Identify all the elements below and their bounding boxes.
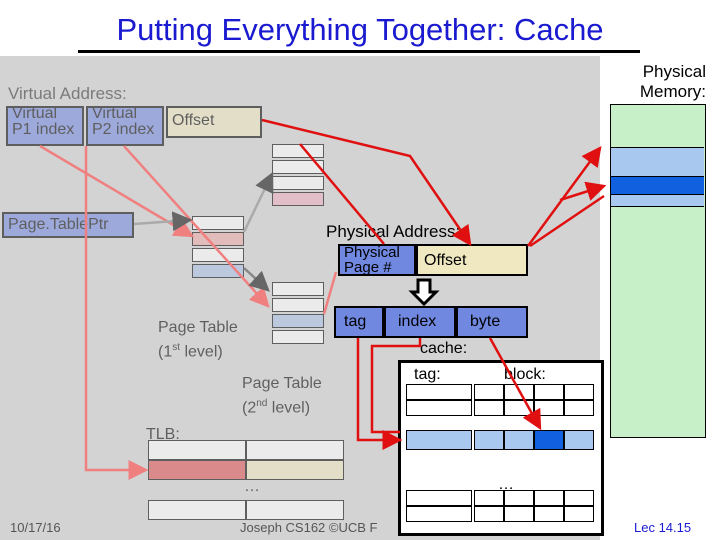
physical-page-number-field: Physical Page # (338, 244, 416, 276)
page-table-1-label: Page Table (1st level) (158, 319, 238, 361)
cache-byte-field: byte (456, 306, 528, 338)
virtual-address-label: Virtual Address: (8, 84, 127, 103)
offset-to-physical-offset-arrow (261, 118, 472, 247)
memory-link-line (529, 194, 605, 248)
physical-memory-label: Physical Memory: (639, 62, 706, 101)
physical-memory-page (611, 147, 704, 177)
physical-offset-field: Offset (416, 244, 528, 276)
page-table-2-to-phys-arrow (322, 271, 338, 315)
tlb-selected-entry (246, 460, 344, 480)
title-underline (78, 50, 640, 53)
cache-label: cache: (420, 340, 468, 357)
physical-address-label: Physical Address: (326, 222, 461, 241)
cache-ellipsis: … (498, 476, 514, 493)
p1-to-tlb-arrow (84, 146, 149, 480)
page-table-top (272, 144, 324, 206)
page-table-1-to-top-arrow (242, 171, 274, 233)
cache-byte-to-block-arrow (488, 337, 542, 431)
virtual-p2-index-field: Virtual P2 index (86, 106, 164, 146)
physical-to-cache-address-arrow (408, 278, 440, 307)
cache-tag-compare-arrow (356, 338, 403, 450)
page-table-1-to-2-arrow (243, 267, 270, 292)
physical-memory-column (610, 104, 706, 438)
cache-selected-byte (534, 430, 564, 450)
tlb-table (148, 440, 344, 520)
tlb-selected-tag (148, 460, 246, 480)
tlb-label: TLB: (146, 426, 180, 443)
virtual-p1-index-field: Virtual P1 index (6, 106, 84, 146)
slide-title: Putting Everything Together: Cache (116, 12, 604, 47)
ptr-to-page-table-arrow (133, 211, 193, 232)
page-table-ptr-register: Page.TablePtr (2, 212, 134, 238)
footer-lecture-number: Lec 14.15 (634, 520, 692, 535)
cache-block-to-memory-arrow (559, 181, 607, 202)
cache-block-column-label: block: (504, 366, 546, 383)
tlb-ellipsis: … (244, 478, 260, 495)
cache-selected-tag (406, 430, 472, 450)
page-table-2nd-level (272, 282, 324, 344)
cache-index-field: index (384, 306, 456, 338)
physical-address-to-memory-arrow (526, 145, 602, 247)
cache-tag-column-label: tag: (414, 366, 441, 383)
page-table-2-label: Page Table (2nd level) (242, 375, 322, 417)
physical-memory-selected-block (611, 177, 704, 195)
cache-index-to-row-arrow (370, 338, 422, 434)
cache-tag-field: tag (334, 306, 384, 338)
cache-table (406, 384, 596, 524)
virtual-offset-field: Offset (166, 106, 262, 138)
page-table-top-to-physical-address-arrow (299, 143, 385, 245)
p2-to-page-table-2-arrow (123, 145, 270, 308)
footer-course: Joseph CS162 ©UCB F (240, 520, 378, 535)
footer-date: 10/17/16 (10, 520, 61, 535)
